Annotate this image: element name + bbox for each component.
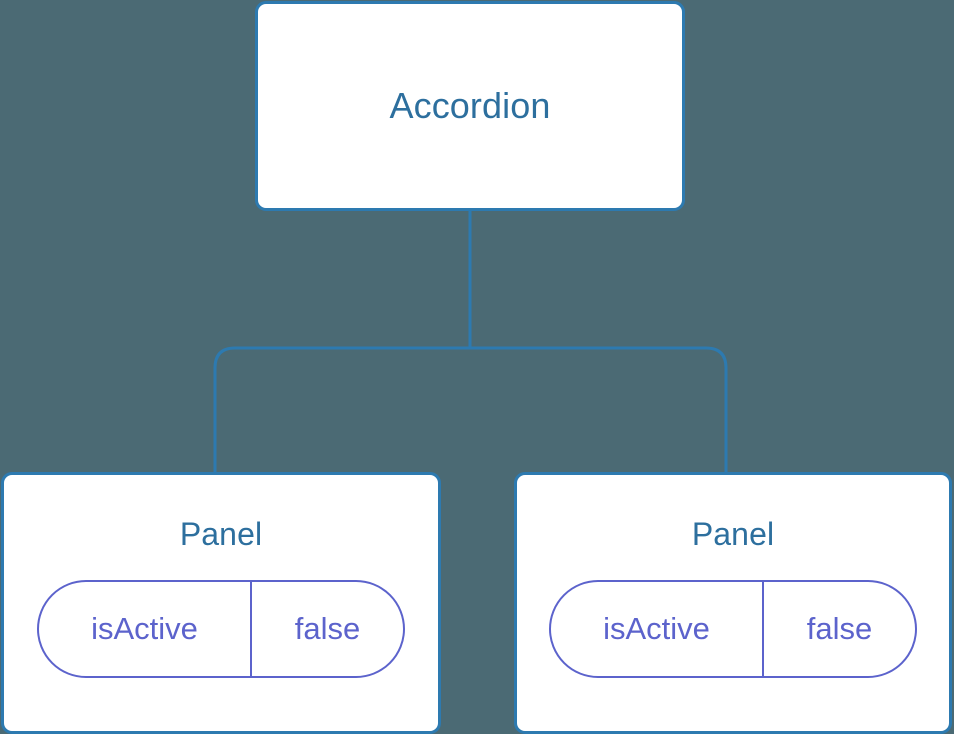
prop-key-isactive-panel-2: isActive: [551, 582, 764, 677]
connector-root-to-left-panel: [213, 209, 472, 474]
prop-pill-panel-1[interactable]: isActive false: [37, 580, 405, 679]
node-title-panel-1: Panel: [179, 516, 263, 552]
prop-value-isactive-panel-2: false: [806, 611, 873, 647]
node-panel-2[interactable]: Panel isActive false: [514, 472, 952, 734]
node-accordion[interactable]: Accordion: [255, 1, 685, 211]
connector-root-to-right-panel: [468, 209, 728, 474]
node-title-accordion: Accordion: [389, 85, 551, 127]
prop-key-isactive-panel-1: isActive: [39, 582, 252, 677]
prop-value-isactive-panel-1: false: [294, 611, 361, 647]
node-title-panel-2: Panel: [691, 516, 775, 552]
prop-pill-panel-2[interactable]: isActive false: [549, 580, 917, 679]
node-panel-1[interactable]: Panel isActive false: [1, 472, 441, 734]
